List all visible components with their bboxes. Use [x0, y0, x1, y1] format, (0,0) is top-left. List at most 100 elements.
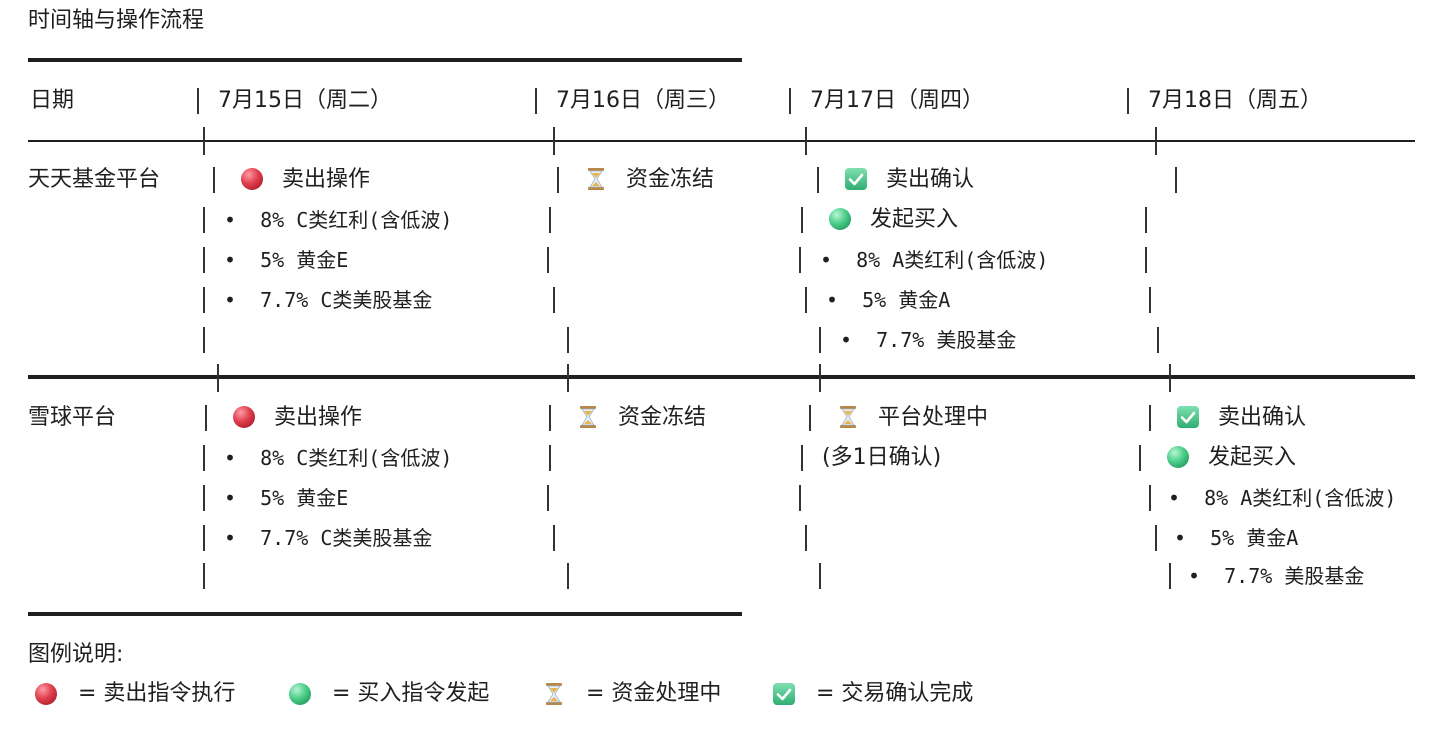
column-separator [535, 88, 537, 114]
green-circle-icon [828, 207, 852, 231]
timeline-tick [819, 364, 821, 392]
cell-separator [809, 405, 811, 431]
timeline-tick [203, 127, 205, 155]
list-item: • 8% A类红利(含低波) [1168, 486, 1397, 510]
cell-separator [549, 405, 551, 431]
hourglass-icon [584, 167, 608, 191]
cell-separator [203, 327, 205, 353]
timeline-tick [1155, 127, 1157, 155]
date-header-label: 日期 [30, 88, 75, 113]
cell-separator [549, 445, 551, 471]
platform-name: 雪球平台 [28, 405, 117, 430]
cell-separator [567, 327, 569, 353]
legend-title: 图例说明: [28, 642, 124, 667]
sell-confirm-label: 卖出确认 [1218, 405, 1307, 430]
top-divider [28, 58, 742, 62]
cell-separator [819, 563, 821, 589]
cell-separator [1155, 525, 1157, 551]
cell-separator [205, 405, 207, 431]
list-item: • 7.7% C类美股基金 [224, 288, 433, 312]
legend-label-buy: = 买入指令发起 [332, 681, 490, 706]
legend-label-sell: = 卖出指令执行 [78, 681, 236, 706]
cell-separator [567, 563, 569, 589]
green-circle-icon [288, 682, 312, 706]
timeline-tick [805, 127, 807, 155]
sell-action-label: 卖出操作 [282, 167, 371, 192]
cell-separator [1139, 445, 1141, 471]
cell-separator [801, 207, 803, 233]
list-item: • 8% C类红利(含低波) [224, 446, 453, 470]
cell-separator [547, 485, 549, 511]
cell-separator [203, 525, 205, 551]
red-circle-icon [34, 682, 58, 706]
cell-separator [203, 287, 205, 313]
cell-separator [1175, 167, 1177, 193]
cell-separator [203, 207, 205, 233]
buy-action-label: 发起买入 [1208, 445, 1297, 470]
buy-action-label: 发起买入 [870, 207, 959, 232]
list-item: • 8% A类红利(含低波) [820, 248, 1049, 272]
cell-separator [547, 247, 549, 273]
cell-separator [1149, 405, 1151, 431]
hourglass-icon [542, 682, 566, 706]
timeline-tick [553, 127, 555, 155]
cell-separator [557, 167, 559, 193]
list-item: • 8% C类红利(含低波) [224, 208, 453, 232]
cell-separator [805, 287, 807, 313]
list-item: • 7.7% 美股基金 [840, 328, 1017, 352]
cell-separator [1149, 287, 1151, 313]
list-item: • 5% 黄金A [826, 288, 951, 312]
platform-divider [28, 375, 1415, 379]
cell-separator [1145, 207, 1147, 233]
timeline-tick [567, 364, 569, 392]
cell-separator [1169, 563, 1171, 589]
sell-confirm-label: 卖出确认 [886, 167, 975, 192]
cell-separator [203, 563, 205, 589]
timeline-tick [217, 364, 219, 392]
cell-separator [203, 485, 205, 511]
day-header-3: 7月17日（周四） [810, 88, 984, 113]
legend-label-confirm: = 交易确认完成 [816, 681, 974, 706]
column-separator [1127, 88, 1129, 114]
page-title: 时间轴与操作流程 [28, 8, 205, 33]
hourglass-icon [836, 405, 860, 429]
cell-separator [203, 445, 205, 471]
cell-separator [805, 525, 807, 551]
check-box-icon [844, 167, 868, 191]
column-separator [197, 88, 199, 114]
red-circle-icon [240, 167, 264, 191]
header-underline [28, 140, 1415, 142]
red-circle-icon [232, 405, 256, 429]
check-box-icon [772, 682, 796, 706]
cell-separator [799, 247, 801, 273]
day-header-1: 7月15日（周二） [218, 88, 392, 113]
check-box-icon [1176, 405, 1200, 429]
freeze-label: 资金冻结 [618, 405, 707, 430]
list-item: • 7.7% C类美股基金 [224, 526, 433, 550]
cell-separator [203, 247, 205, 273]
day-header-2: 7月16日（周三） [556, 88, 730, 113]
freeze-label: 资金冻结 [626, 167, 715, 192]
cell-separator [553, 287, 555, 313]
cell-separator [801, 445, 803, 471]
legend-label-processing: = 资金处理中 [586, 681, 722, 706]
day-header-4: 7月18日（周五） [1148, 88, 1322, 113]
cell-separator [549, 207, 551, 233]
sell-action-label: 卖出操作 [274, 405, 363, 430]
green-circle-icon [1166, 445, 1190, 469]
processing-label: 平台处理中 [878, 405, 989, 430]
cell-separator [1149, 485, 1151, 511]
list-item: • 7.7% 美股基金 [1188, 564, 1365, 588]
cell-separator [1157, 327, 1159, 353]
list-item: • 5% 黄金A [1174, 526, 1299, 550]
bottom-divider [28, 612, 742, 616]
list-item: • 5% 黄金E [224, 248, 349, 272]
cell-separator [799, 485, 801, 511]
cell-separator [1145, 247, 1147, 273]
cell-separator [213, 167, 215, 193]
cell-separator [817, 167, 819, 193]
hourglass-icon [576, 405, 600, 429]
timeline-tick [1169, 364, 1171, 392]
list-item: • 5% 黄金E [224, 486, 349, 510]
cell-separator [819, 327, 821, 353]
